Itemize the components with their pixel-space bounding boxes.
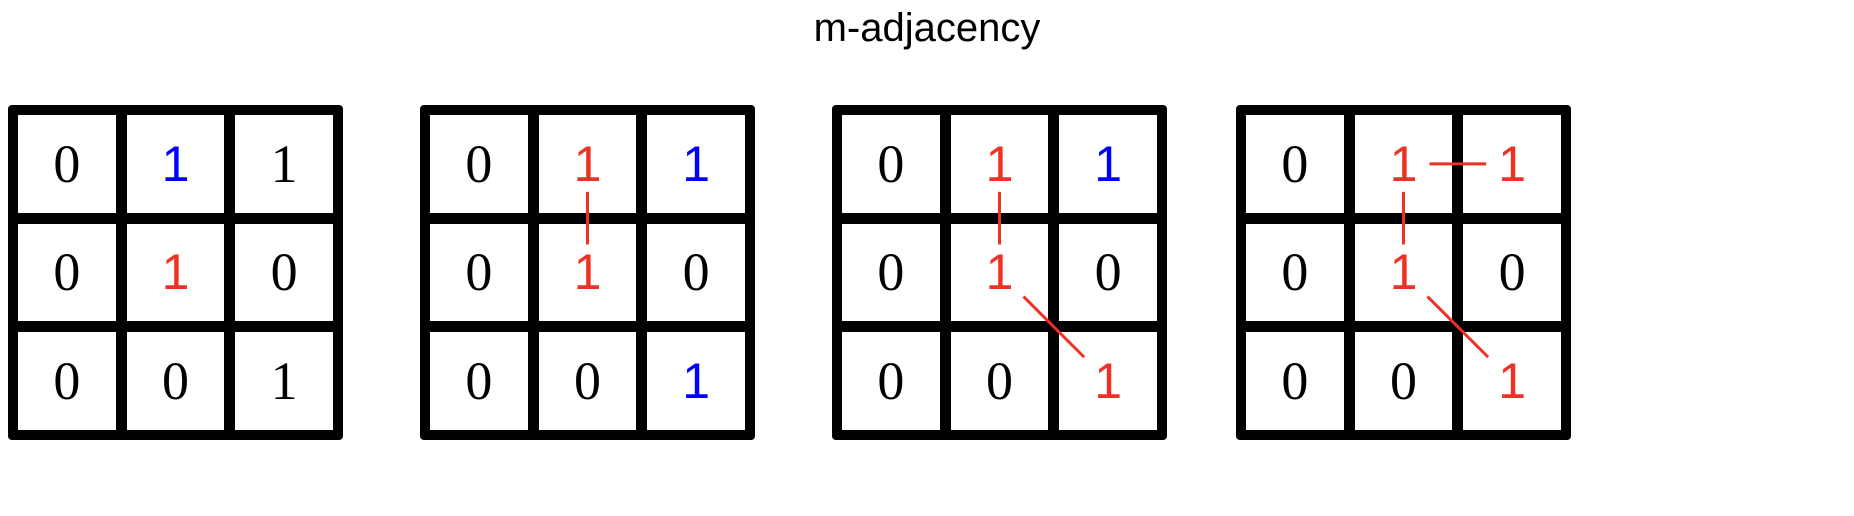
cell-r0-c0[interactable]: 0 [842,115,940,213]
cell-r0-c2[interactable]: 1 [235,115,333,213]
cell-r1-c2[interactable]: 0 [1463,223,1561,322]
cell-r1-c0[interactable]: 0 [18,223,116,322]
cell-r2-c0[interactable]: 0 [1246,332,1344,430]
cell-r2-c1[interactable]: 0 [538,332,637,430]
cell-r0-c1[interactable]: 1 [950,115,1049,213]
cell-r2-c0[interactable]: 0 [430,332,528,430]
cell-r2-c0[interactable]: 0 [842,332,940,430]
cell-r0-c0[interactable]: 0 [1246,115,1344,213]
cell-r2-c2[interactable]: 1 [1059,332,1157,430]
cell-r2-c1[interactable]: 0 [950,332,1049,430]
cell-r2-c1[interactable]: 0 [1354,332,1453,430]
cell-r0-c0[interactable]: 0 [430,115,528,213]
cell-r1-c0[interactable]: 0 [430,223,528,322]
cell-r2-c1[interactable]: 0 [126,332,225,430]
cell-r1-c2[interactable]: 0 [647,223,745,322]
cell-r0-c1[interactable]: 1 [1354,115,1453,213]
cell-r1-c2[interactable]: 0 [1059,223,1157,322]
page-title: m-adjacency [813,6,1041,50]
cell-r0-c1[interactable]: 1 [126,115,225,213]
cell-r0-c0[interactable]: 0 [18,115,116,213]
cell-r1-c1[interactable]: 1 [1354,223,1453,322]
cell-r1-c1[interactable]: 1 [950,223,1049,322]
cell-r0-c2[interactable]: 1 [647,115,745,213]
cell-r2-c0[interactable]: 0 [18,332,116,430]
cell-r2-c2[interactable]: 1 [647,332,745,430]
cell-r1-c2[interactable]: 0 [235,223,333,322]
cell-r1-c0[interactable]: 0 [842,223,940,322]
cell-r1-c0[interactable]: 0 [1246,223,1344,322]
cell-r0-c2[interactable]: 1 [1463,115,1561,213]
cell-r1-c1[interactable]: 1 [126,223,225,322]
cell-r0-c1[interactable]: 1 [538,115,637,213]
cell-r1-c1[interactable]: 1 [538,223,637,322]
cell-r2-c2[interactable]: 1 [1463,332,1561,430]
cell-r2-c2[interactable]: 1 [235,332,333,430]
cell-r0-c2[interactable]: 1 [1059,115,1157,213]
